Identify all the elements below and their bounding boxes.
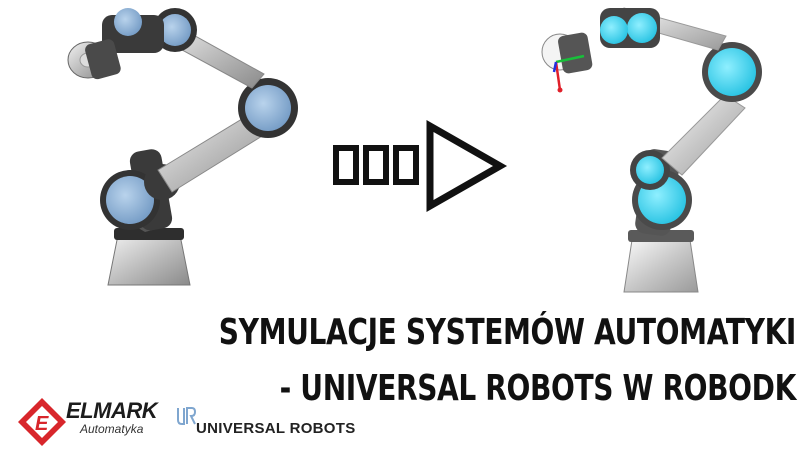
elmark-brand-sub: Automatyka — [80, 422, 144, 436]
universal-robots-logo-icon — [177, 407, 197, 425]
robot-arm-simulation-icon — [541, 7, 762, 293]
universal-robots-brand-name: UNIVERSAL ROBOTS — [196, 420, 356, 437]
headline-line-2: - UNIVERSAL ROBOTS W ROBODK — [279, 368, 797, 409]
elmark-brand-name: ELMARK — [66, 398, 158, 423]
arrow-right-icon — [333, 119, 508, 213]
svg-text:E: E — [35, 413, 49, 435]
elmark-logo-icon: E — [18, 398, 66, 446]
robot-arm-photo-icon — [67, 8, 298, 286]
headline-line-1: SYMULACJE SYSTEMÓW AUTOMATYKI — [218, 312, 797, 353]
